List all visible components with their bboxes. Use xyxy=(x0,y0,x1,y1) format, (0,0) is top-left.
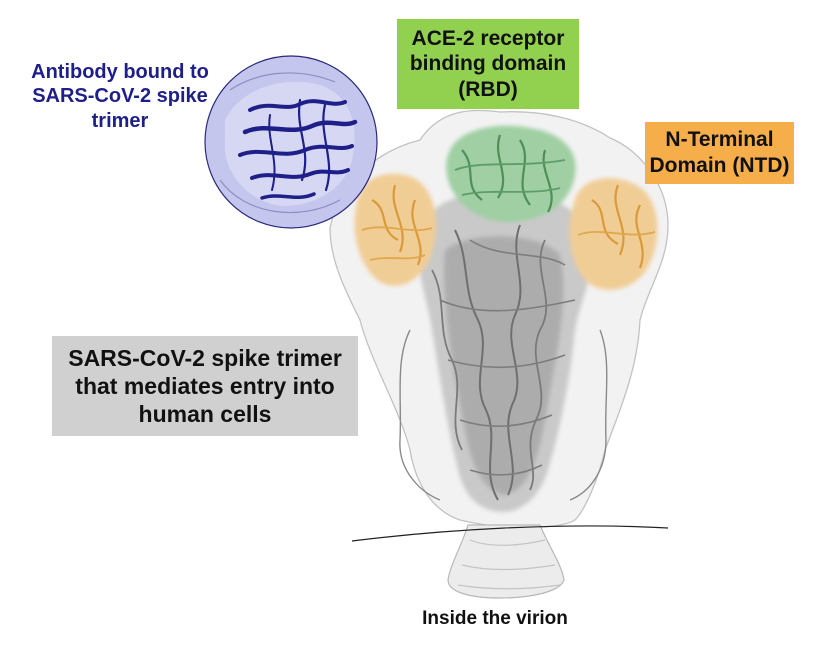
rbd-label: ACE-2 receptor binding domain (RBD) xyxy=(397,19,579,109)
antibody-label: Antibody bound to SARS-CoV-2 spike trime… xyxy=(31,61,209,132)
rbd-protein xyxy=(446,125,576,222)
trimer-label: SARS-CoV-2 spike trimer that mediates en… xyxy=(52,336,358,436)
spike-trimer-protein xyxy=(399,191,608,512)
rbd-label-text: ACE-2 receptor binding domain (RBD) xyxy=(409,26,567,101)
transmembrane-stalk xyxy=(447,524,565,599)
antibody-circle xyxy=(204,55,378,229)
virion-label: Inside the virion xyxy=(422,608,568,629)
viral-membrane-line xyxy=(351,525,669,542)
ntd-protein-left xyxy=(354,173,436,286)
antibody-protein xyxy=(238,98,358,200)
ntd-protein-right xyxy=(569,178,658,290)
ntd-label: N-Terminal Domain (NTD) xyxy=(645,122,794,184)
trimer-label-text: SARS-CoV-2 spike trimer that mediates en… xyxy=(68,344,342,428)
ntd-label-text: N-Terminal Domain (NTD) xyxy=(649,128,790,177)
